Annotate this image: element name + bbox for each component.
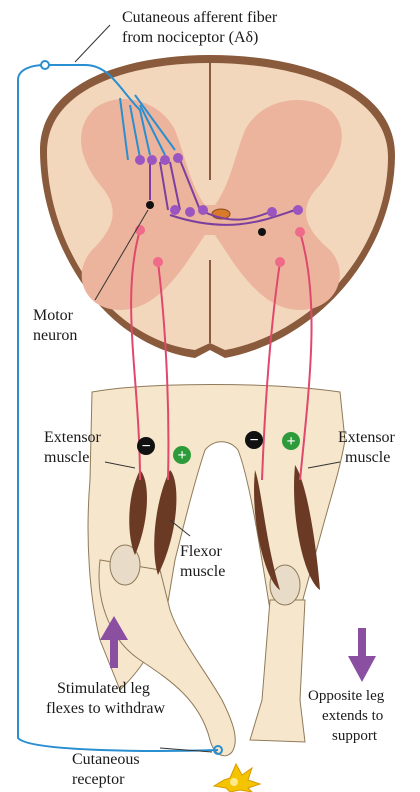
receptor-label-line1: Cutaneous (72, 751, 140, 768)
stimulated-leg-label-line2: flexes to withdraw (46, 700, 166, 717)
left-extensor-label-line2: muscle (44, 449, 89, 466)
afferent-label-line2: from nociceptor (Aδ) (122, 29, 258, 46)
inhibit-sign-left: − (141, 438, 150, 455)
sign-right-flexor: − (245, 431, 263, 449)
motor-neuron-label-line1: Motor (33, 307, 74, 324)
flexor-label-line2: muscle (180, 563, 225, 580)
right-extensor-label-line1: Extensor (338, 429, 396, 446)
down-arrow (348, 628, 376, 682)
right-lower-leg (250, 600, 305, 742)
right-extensor-label-line2: muscle (345, 449, 390, 466)
receptor-label-line2: receptor (72, 771, 125, 788)
sign-right-extensor: + (282, 432, 300, 450)
opposite-leg-label-line2: extends to (322, 708, 383, 724)
excite-sign-right: + (286, 433, 295, 450)
left-extensor-label-line1: Extensor (44, 429, 102, 446)
stimulus-icon (214, 764, 260, 792)
stimulated-leg-label-line1: Stimulated leg (57, 680, 150, 697)
flexor-label-line1: Flexor (180, 543, 222, 560)
excite-sign-left: + (177, 447, 186, 464)
sign-left-extensor: − (137, 437, 155, 455)
motor-neuron-label-line2: neuron (33, 327, 77, 344)
sign-left-flexor: + (173, 446, 191, 464)
inhibit-sign-right: − (249, 432, 258, 449)
afferent-label-line1: Cutaneous afferent fiber (122, 9, 278, 26)
spinal-cord (40, 55, 395, 358)
opposite-leg-label-line3: support (332, 728, 378, 744)
opposite-leg-label-line1: Opposite leg (308, 688, 385, 704)
